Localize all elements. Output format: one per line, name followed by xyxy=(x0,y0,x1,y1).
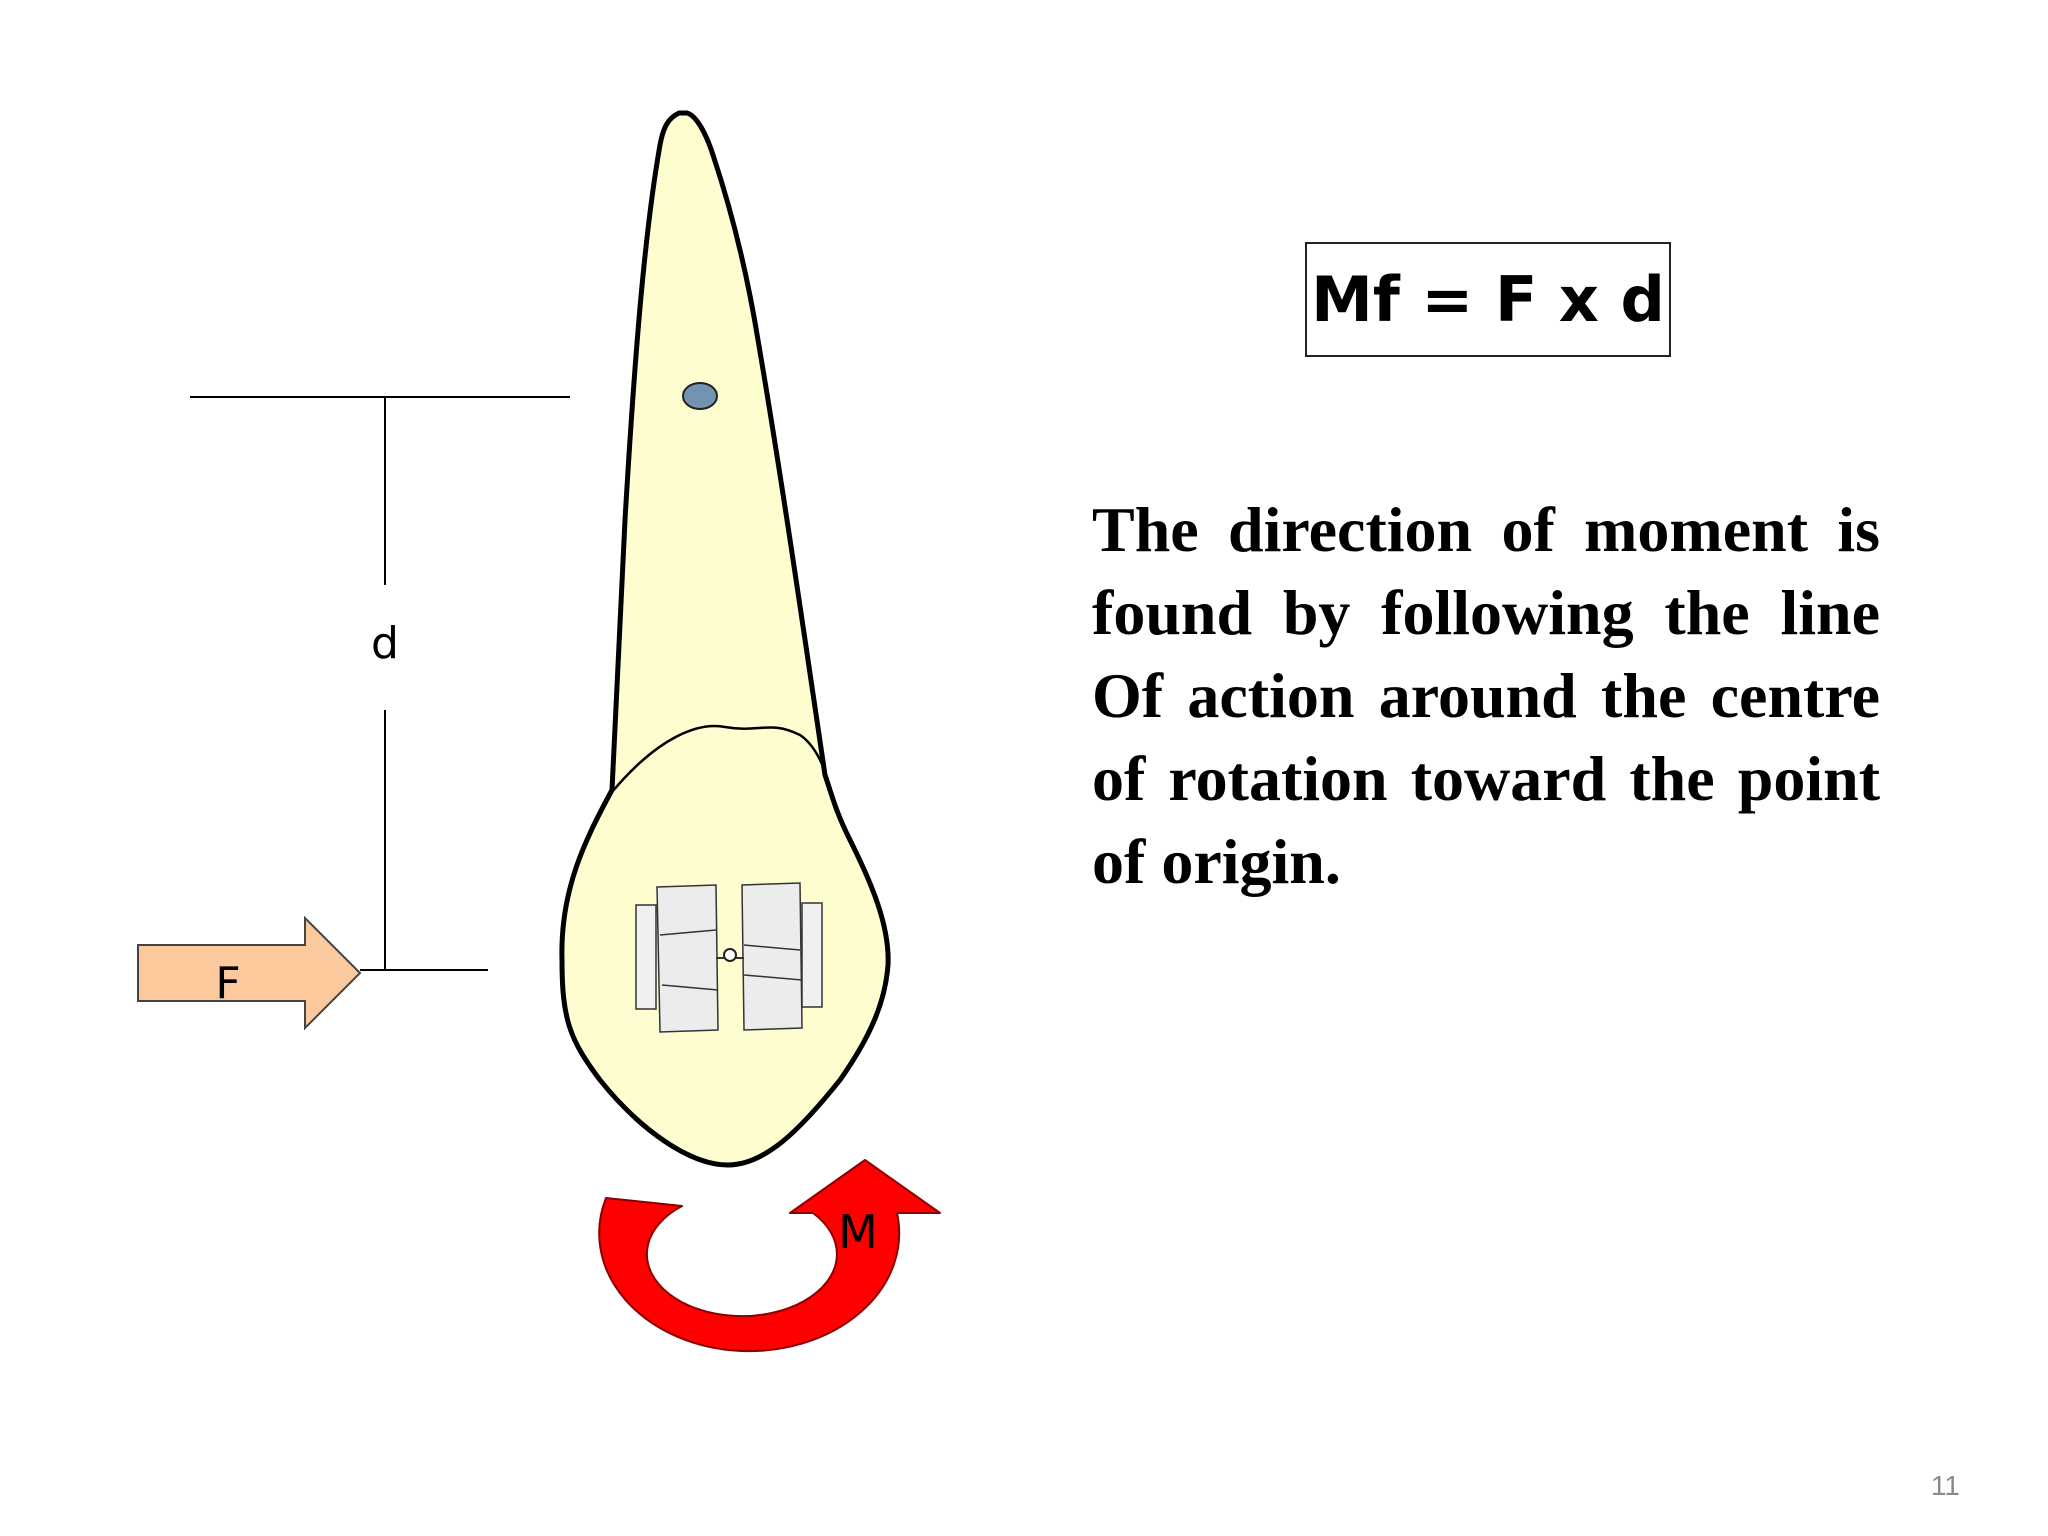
moment-formula: Mf = F x d xyxy=(1305,242,1671,357)
bracket xyxy=(635,882,823,1033)
cemento-enamel-junction xyxy=(611,724,828,793)
force-arrow xyxy=(137,915,362,1031)
center-of-resistance-dot xyxy=(682,382,718,410)
distance-label: d xyxy=(371,618,399,669)
moment-arrow xyxy=(598,1159,941,1353)
force-label: F xyxy=(215,958,240,1009)
moment-label: M xyxy=(838,1205,878,1259)
moment-direction-text: The direction of moment is found by foll… xyxy=(1092,494,1880,897)
tooth-outline xyxy=(559,110,891,1168)
page-number: 11 xyxy=(1930,1470,1960,1501)
